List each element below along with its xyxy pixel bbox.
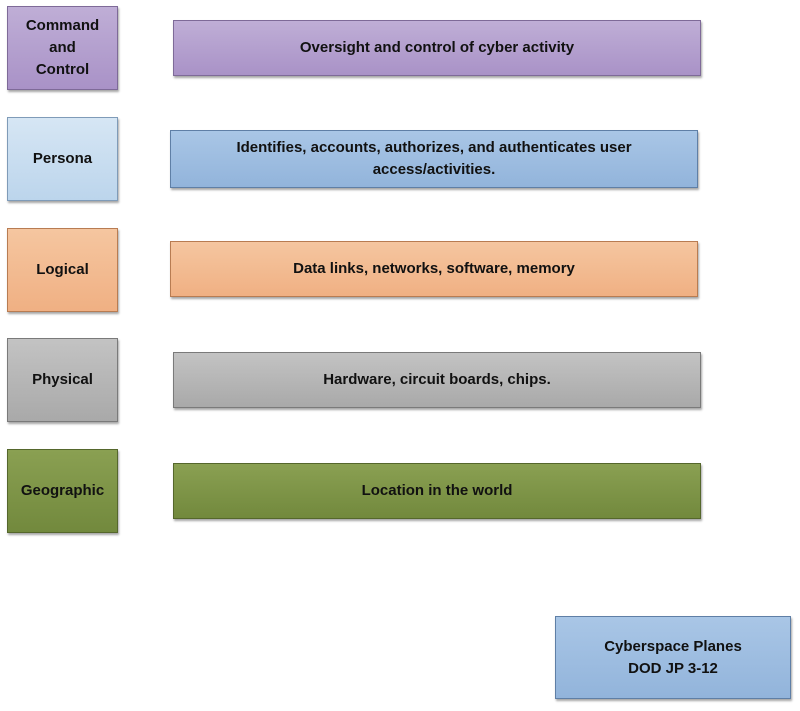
plane-description-text: Hardware, circuit boards, chips. — [323, 371, 551, 388]
plane-label-logical: Logical — [7, 228, 118, 312]
plane-label-text: Logical — [36, 261, 89, 278]
plane-description-physical: Hardware, circuit boards, chips. — [173, 352, 701, 408]
plane-description-geographic: Location in the world — [173, 463, 701, 519]
plane-description-text: Oversight and control of cyber activity — [299, 39, 575, 56]
plane-label-command-and-control: Command and Control — [7, 6, 118, 90]
plane-label-line: Command — [25, 17, 100, 34]
source-caption: Cyberspace Planes DOD JP 3-12 — [555, 616, 791, 699]
plane-label-geographic: Geographic — [7, 449, 118, 533]
plane-label-text: Persona — [32, 150, 93, 167]
plane-label-line: and — [49, 39, 76, 56]
plane-label-persona: Persona — [7, 117, 118, 201]
source-caption-line: DOD JP 3-12 — [628, 659, 718, 677]
plane-description-line: access/activities. — [372, 161, 496, 178]
plane-description-line: Identifies, accounts, authorizes, and au… — [236, 139, 632, 156]
plane-description-persona: Identifies, accounts, authorizes, and au… — [170, 130, 698, 188]
plane-description-logical: Data links, networks, software, memory — [170, 241, 698, 297]
plane-description-text: Location in the world — [361, 482, 513, 499]
plane-label-text: Geographic — [20, 482, 105, 499]
plane-label-physical: Physical — [7, 338, 118, 422]
plane-label-text: Physical — [32, 371, 93, 388]
source-caption-line: Cyberspace Planes — [604, 637, 742, 655]
plane-description-command-and-control: Oversight and control of cyber activity — [173, 20, 701, 76]
plane-label-line: Control — [35, 61, 90, 78]
plane-description-text: Data links, networks, software, memory — [293, 260, 575, 277]
